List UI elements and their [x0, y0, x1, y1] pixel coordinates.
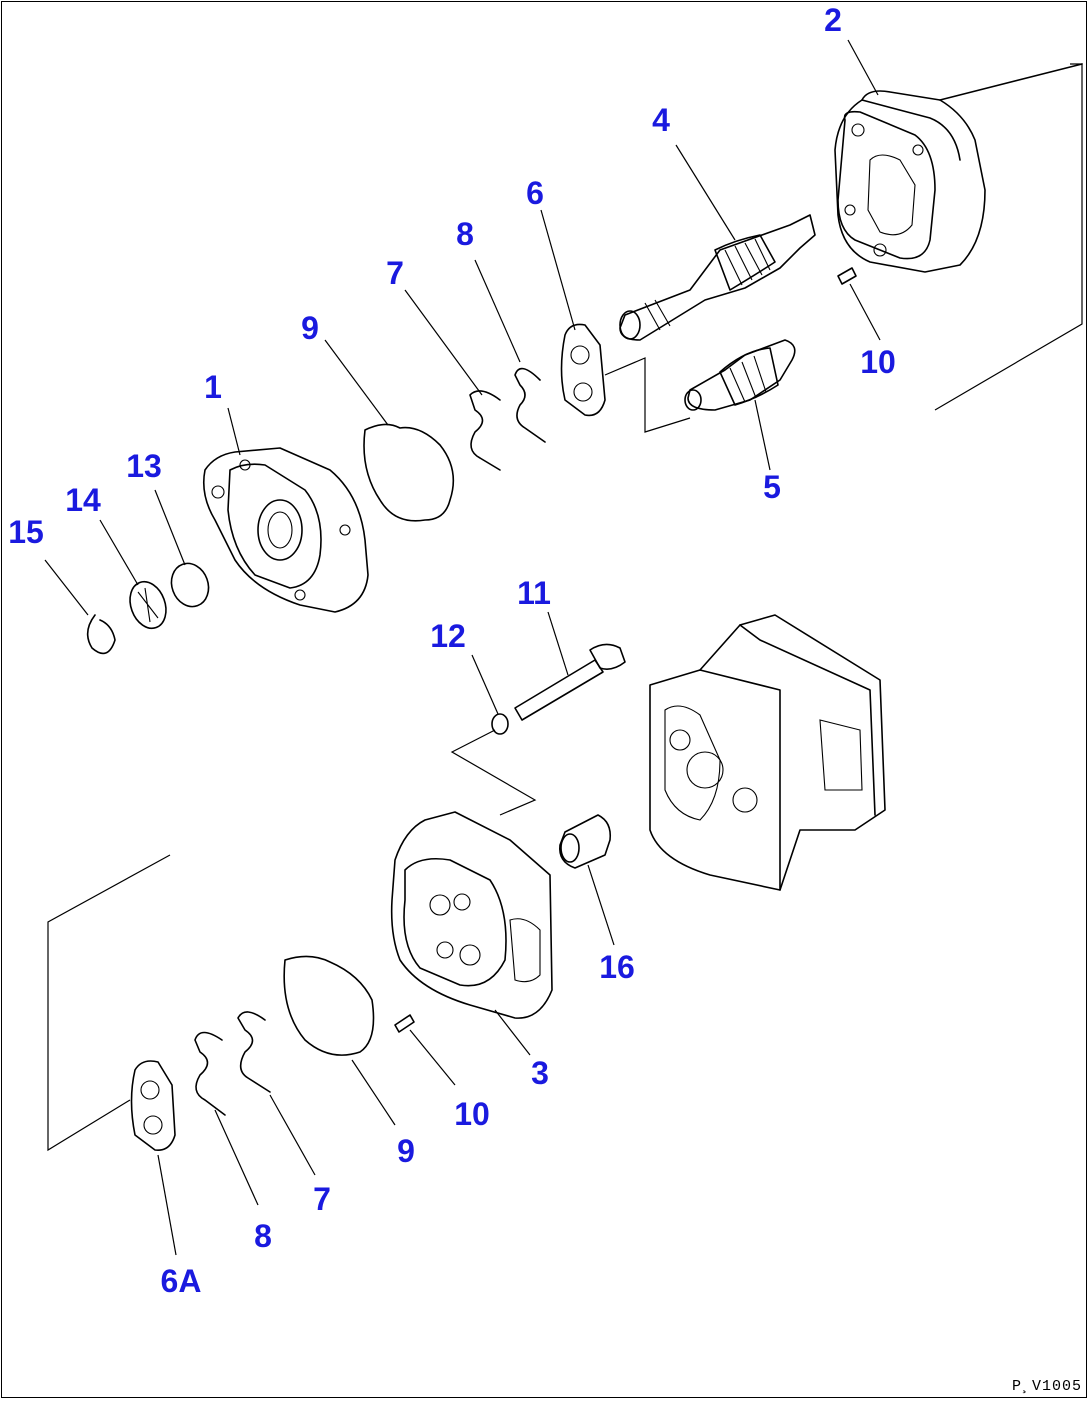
callout-9-lower: 9 — [397, 1133, 415, 1169]
part-10-pin-lower — [394, 1014, 415, 1033]
part-6-side-plate — [560, 323, 606, 417]
callout-12: 12 — [430, 618, 466, 654]
part-4-drive-shaft — [619, 214, 816, 341]
part-1-front-cover — [202, 447, 369, 613]
drawing-code: P¸V1005 — [1011, 1378, 1082, 1395]
part-7-seal-lower — [237, 1011, 271, 1093]
part-16-bushing — [558, 814, 612, 869]
callout-8: 8 — [456, 216, 474, 252]
part-3-body — [390, 811, 553, 1019]
callout-5: 5 — [763, 469, 781, 505]
part-9-gasket-top — [363, 423, 455, 522]
bracket-4-5 — [604, 357, 691, 433]
callout-6: 6 — [526, 175, 544, 211]
part-11-bolt — [514, 643, 626, 721]
callout-15: 15 — [8, 514, 44, 550]
assembly-bracket-bottom — [47, 854, 171, 1152]
assembled-pump — [649, 614, 886, 891]
part-7-seal-top — [469, 390, 501, 471]
callout-2: 2 — [824, 2, 842, 38]
callout-8-lower: 8 — [254, 1218, 272, 1254]
callout-9: 9 — [301, 310, 319, 346]
part-9-gasket-lower — [283, 955, 375, 1056]
callout-1: 1 — [204, 369, 222, 405]
assembly-bracket-top — [934, 63, 1083, 411]
part-15-snap-ring — [86, 614, 116, 655]
part-5-driven-gear — [684, 339, 796, 411]
part-14-oil-seal — [129, 580, 167, 630]
callout-7-lower: 7 — [313, 1181, 331, 1217]
part-8-seal-lower — [194, 1031, 226, 1116]
callout-10-lower: 10 — [454, 1096, 490, 1132]
bolt-leader — [450, 729, 537, 816]
callout-14: 14 — [65, 482, 101, 518]
part-10-pin-upper — [837, 267, 857, 285]
part-13-ring — [170, 562, 210, 608]
callout-3: 3 — [531, 1055, 549, 1091]
callout-4: 4 — [652, 102, 670, 138]
callout-10: 10 — [860, 344, 896, 380]
part-6a-side-plate — [130, 1060, 176, 1152]
part-8-seal-top — [514, 367, 546, 443]
callout-13: 13 — [126, 448, 162, 484]
callout-leaders — [44, 39, 881, 1256]
part-12-washer — [491, 713, 509, 735]
callout-16: 16 — [599, 949, 635, 985]
callout-7: 7 — [386, 255, 404, 291]
part-2-case — [834, 63, 1083, 273]
callout-11: 11 — [517, 575, 551, 611]
callout-6a: 6A — [160, 1263, 202, 1299]
